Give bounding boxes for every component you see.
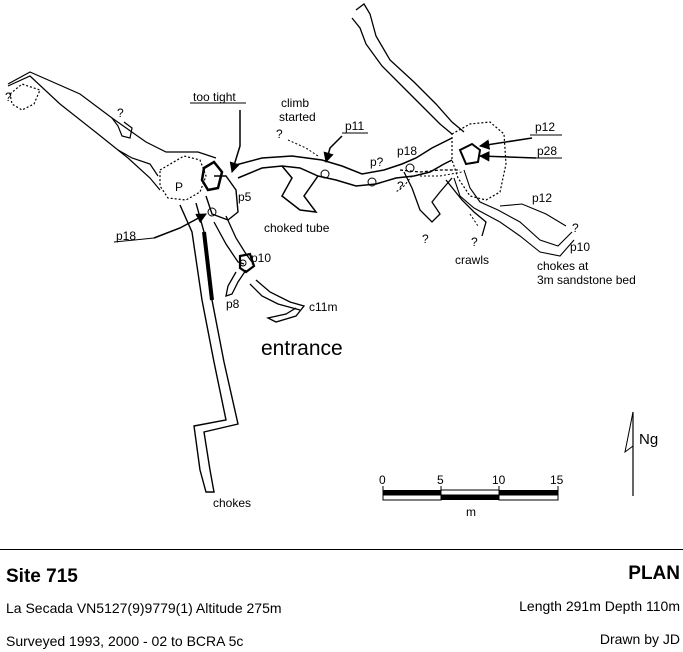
label-p-question: p? [370, 155, 384, 169]
svg-text:?: ? [117, 106, 124, 120]
label-crawls: crawls [455, 253, 489, 267]
svg-text:?: ? [471, 235, 478, 249]
upper-left-passage [7, 71, 217, 191]
label-chamber-p: P [175, 180, 183, 194]
location-line: La Secada VN5127(9)9779(1) Altitude 275m [6, 600, 282, 616]
label-p18-right: p18 [397, 144, 417, 158]
upper-right-passage [351, 3, 465, 135]
north-arrow: Ng [624, 411, 658, 496]
label-started: started [279, 110, 316, 124]
scale-tick-5: 5 [437, 473, 444, 487]
label-p18-left: p18 [116, 229, 136, 243]
label-entrance: entrance [261, 337, 343, 360]
svg-text:?: ? [422, 232, 429, 246]
label-chokes-bottom: chokes [213, 496, 251, 510]
svg-text:?: ? [276, 127, 283, 141]
label-leaders [113, 102, 562, 243]
svg-text:?: ? [5, 90, 12, 104]
label-p10-right: p10 [570, 240, 590, 254]
label-p5: p5 [238, 190, 252, 204]
label-too-tight: too tight [193, 90, 236, 104]
label-p12-right: p12 [532, 191, 552, 205]
label-climb: climb [281, 96, 309, 110]
svg-text:Ng: Ng [639, 431, 658, 448]
question-marks: ? ? ? ? ? ? ? [5, 90, 579, 249]
label-chokes-at: chokes at [537, 259, 589, 273]
label-p11: p11 [345, 119, 364, 133]
main-passage [179, 202, 239, 493]
length-depth: Length 291m Depth 110m [519, 598, 680, 614]
scale-bar: 0 5 10 15 m [379, 473, 564, 519]
label-p12-top: p12 [535, 120, 555, 134]
label-choked-tube: choked tube [264, 221, 330, 235]
scale-tick-15: 15 [550, 473, 564, 487]
crawls-passages [399, 169, 487, 237]
surveyed-line: Surveyed 1993, 2000 - 02 to BCRA 5c [6, 633, 244, 649]
label-p28: p28 [537, 144, 557, 158]
title-divider [0, 549, 683, 550]
east-west-passage [231, 137, 453, 213]
scale-tick-10: 10 [492, 473, 506, 487]
view-type: PLAN [628, 563, 680, 584]
site-title: Site 715 [6, 566, 78, 587]
label-sandstone: 3m sandstone bed [537, 273, 636, 287]
pitch-features [207, 163, 415, 267]
cave-survey-plan: too tight climb started p11 p12 p28 p18 … [5, 3, 658, 519]
question-leads [287, 139, 479, 227]
scale-tick-0: 0 [379, 473, 386, 487]
svg-text:?: ? [397, 179, 404, 193]
label-p10-left: p10 [251, 251, 271, 265]
label-c11m: c11m [309, 300, 337, 314]
chamber-p [159, 155, 239, 221]
label-p8: p8 [226, 297, 240, 311]
side-passage-p10 [213, 215, 306, 323]
svg-text:?: ? [572, 221, 579, 235]
pitch-arrows [153, 110, 537, 239]
drawn-by: Drawn by JD [599, 631, 680, 647]
scale-unit: m [466, 505, 476, 519]
